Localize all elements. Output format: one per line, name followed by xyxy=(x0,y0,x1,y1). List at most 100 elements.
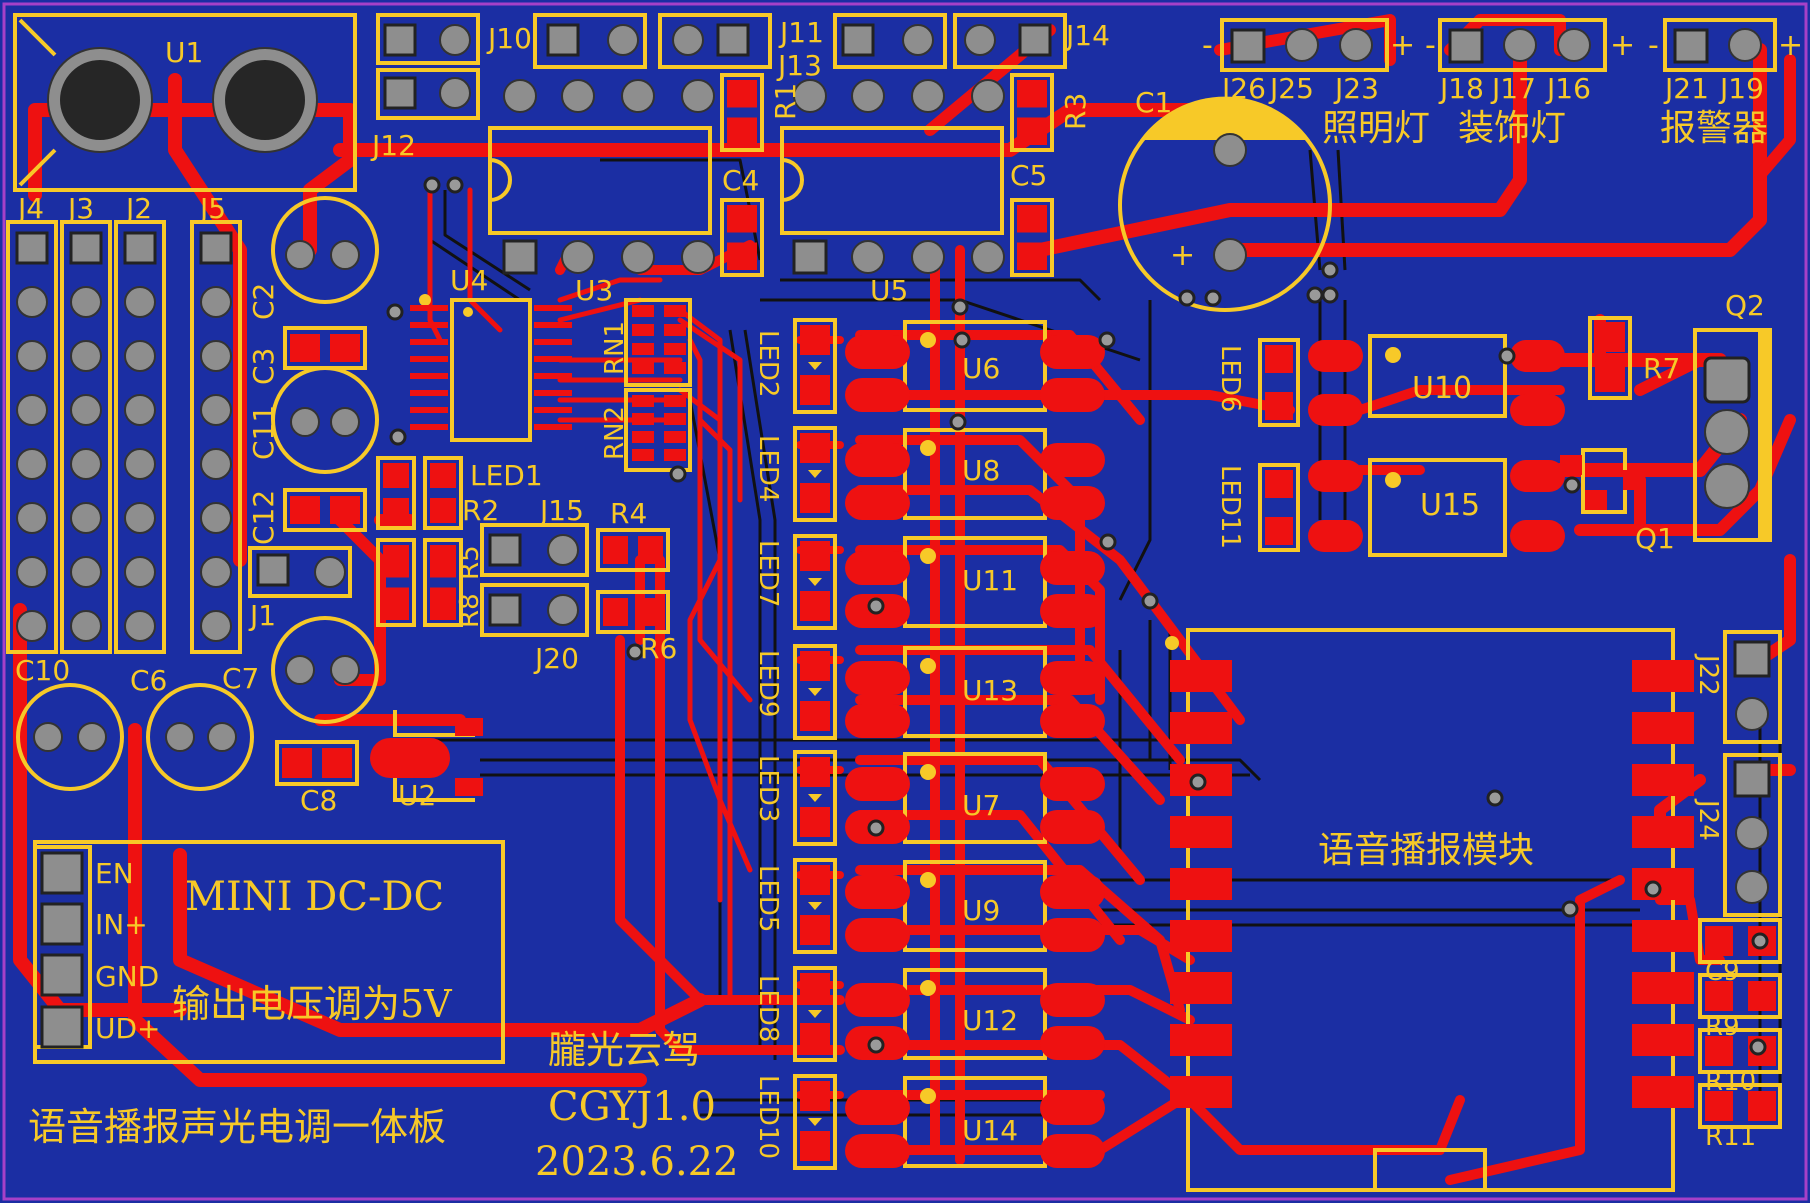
sop-pad xyxy=(1040,1091,1105,1125)
dip-pin xyxy=(681,240,715,274)
header-pin xyxy=(70,448,102,480)
sop-outline xyxy=(903,646,1047,738)
via xyxy=(1306,286,1324,304)
smd-pad xyxy=(383,498,409,523)
right-top-connectors xyxy=(1220,18,1777,72)
led-pad xyxy=(800,433,830,463)
dip-pin xyxy=(561,240,595,274)
board-date: 2023.6.22 xyxy=(535,1139,739,1185)
label-LED11: LED11 xyxy=(1215,465,1245,549)
via xyxy=(1321,261,1339,279)
led-pad xyxy=(800,651,830,681)
smd-pad xyxy=(322,748,352,778)
label-J5: J5 xyxy=(198,192,226,225)
via xyxy=(1141,592,1159,610)
plus-J16: + xyxy=(1610,28,1635,63)
header-pin xyxy=(124,556,156,588)
label-R1: R1 xyxy=(769,83,802,120)
via xyxy=(386,303,404,321)
smd-pad xyxy=(603,536,628,564)
label-R11: R11 xyxy=(1705,1122,1756,1152)
label-J15: J15 xyxy=(538,494,584,527)
smd-pad xyxy=(638,598,663,626)
rn-pin xyxy=(664,431,686,443)
module-pad xyxy=(1170,868,1232,900)
module-pad xyxy=(1632,868,1694,900)
header-pin xyxy=(70,394,102,426)
minus-J26: - xyxy=(1202,28,1213,63)
label-U9: U9 xyxy=(962,894,1000,927)
dcdc-module-outline xyxy=(33,840,505,1064)
sop-pad xyxy=(1040,661,1105,695)
label-J21: J21 xyxy=(1663,72,1709,105)
led-pad xyxy=(800,757,830,787)
sop-pad xyxy=(845,983,910,1017)
module-pad xyxy=(1170,920,1232,952)
led-outline xyxy=(793,318,837,414)
sop-pad xyxy=(845,443,910,477)
smd-outline xyxy=(720,73,764,152)
label-U3: U3 xyxy=(575,274,613,307)
sop-pad xyxy=(845,1134,910,1168)
sop-pad xyxy=(1040,704,1105,738)
sop-outline xyxy=(903,752,1047,844)
sop-pad xyxy=(1040,875,1105,909)
smd-outline xyxy=(423,456,463,530)
label-Q1: Q1 xyxy=(1635,522,1675,555)
led-mark xyxy=(808,1010,822,1018)
label-C11: C11 xyxy=(247,405,280,460)
rn-pin xyxy=(632,431,654,443)
led-outline xyxy=(793,426,837,522)
dcdc-pin-gnd: GND xyxy=(95,960,159,993)
dip-pin xyxy=(621,79,655,113)
pin1-dot xyxy=(920,872,936,888)
via xyxy=(626,643,644,661)
smd-outline xyxy=(283,326,367,370)
sop-pad xyxy=(1040,983,1105,1017)
label-alarm: 报警器 xyxy=(1660,108,1768,149)
led-mark xyxy=(808,794,822,802)
label-J23: J23 xyxy=(1333,72,1379,105)
plus-J23: + xyxy=(1390,28,1415,63)
label-RN1: RN1 xyxy=(600,321,630,375)
led-pad xyxy=(800,541,830,571)
label-J22: J22 xyxy=(1693,653,1723,696)
header-pin xyxy=(16,394,48,426)
minus-J21: - xyxy=(1648,28,1659,63)
label-J16: J16 xyxy=(1545,72,1591,105)
silkscreen-labels: U1 J4 J3 J2 J5 C2 C3 C11 C12 J1 C10 C6 C… xyxy=(15,16,1803,1185)
label-R7: R7 xyxy=(1643,352,1680,385)
ic-pin xyxy=(410,322,448,328)
sop-pad xyxy=(845,767,910,801)
right-bottom-passives xyxy=(1698,918,1782,1129)
pin1-dot xyxy=(920,1088,936,1104)
header-pin xyxy=(200,286,232,318)
led-pad xyxy=(800,973,830,1003)
dip-pin xyxy=(561,79,595,113)
via xyxy=(949,413,967,431)
via xyxy=(1644,880,1662,898)
via xyxy=(953,331,971,349)
led-pad xyxy=(800,915,830,945)
smd-passives xyxy=(275,73,1054,786)
led-pad xyxy=(800,701,830,731)
dcdc-note: 输出电压调为5V xyxy=(172,982,452,1026)
pin1-dot xyxy=(920,764,936,780)
label-C4: C4 xyxy=(722,164,759,197)
sop-pad xyxy=(1040,594,1105,628)
module-pad xyxy=(1632,660,1694,692)
smd-pad xyxy=(1017,117,1047,145)
header-pin xyxy=(124,394,156,426)
U16-voice-module xyxy=(1165,628,1694,1192)
label-LED2: LED2 xyxy=(753,330,783,397)
label-LED7: LED7 xyxy=(753,540,783,607)
header-pin xyxy=(70,610,102,642)
label-C12: C12 xyxy=(247,490,280,545)
via xyxy=(1099,533,1117,551)
smd-pad xyxy=(290,496,320,524)
ic-pin xyxy=(534,305,572,311)
label-LED8: LED8 xyxy=(753,975,783,1042)
sop-pad xyxy=(1040,810,1105,844)
smd-pad xyxy=(727,205,757,233)
header-pin xyxy=(124,448,156,480)
